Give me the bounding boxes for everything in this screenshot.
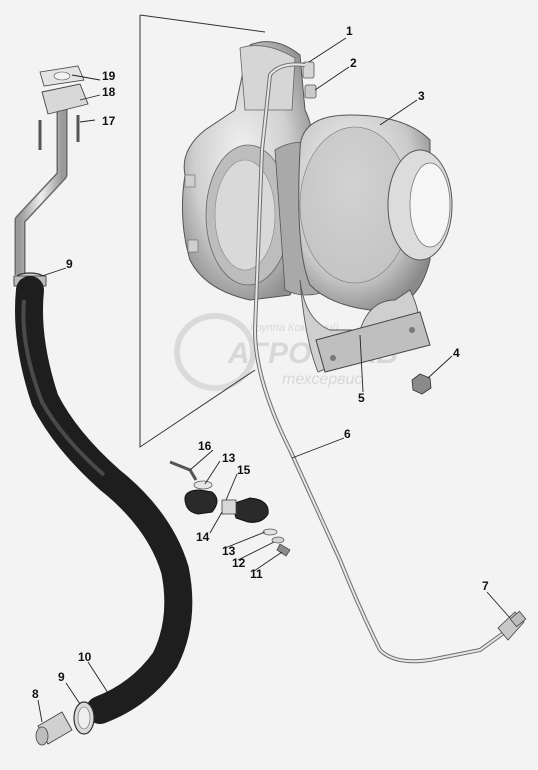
callout-13-lower: 13 [222, 544, 236, 558]
callout-18: 18 [102, 85, 116, 99]
nut [411, 373, 432, 395]
clamp-nut [276, 543, 291, 557]
callout-1: 1 [346, 24, 353, 38]
assembly-frame-lines [139, 14, 266, 448]
callouts: 1 2 3 4 5 6 7 8 9 9 10 11 12 13 13 14 15… [32, 24, 489, 701]
hose-clamp-lower [73, 701, 95, 735]
callout-4: 4 [453, 346, 460, 360]
oil-drain-pipe [14, 65, 89, 275]
drain-flange [41, 83, 89, 115]
callout-7: 7 [482, 579, 489, 593]
callout-12: 12 [232, 556, 246, 570]
callout-6: 6 [344, 427, 351, 441]
callout-11: 11 [250, 567, 263, 581]
union-fitting [302, 61, 315, 79]
clamp-half-right [231, 497, 269, 523]
callout-8: 8 [32, 687, 39, 701]
callout-19: 19 [102, 69, 116, 83]
rubber-hose [15, 276, 193, 724]
callout-17: 17 [102, 114, 116, 128]
callout-9-upper: 9 [66, 257, 73, 271]
watermark-line3: техсервис [282, 371, 362, 388]
callout-9-lower: 9 [58, 670, 65, 684]
clamp-half-left [184, 489, 218, 515]
drain-tube-end [35, 711, 73, 746]
callout-3: 3 [418, 89, 425, 103]
callout-10: 10 [78, 650, 92, 664]
oil-feed-pipe [252, 62, 527, 664]
callout-2: 2 [350, 56, 357, 70]
callout-16: 16 [198, 439, 212, 453]
leader-lines [37, 37, 511, 723]
callout-14: 14 [196, 530, 210, 544]
sealing-washer [304, 84, 317, 99]
turbocharger [181, 41, 453, 373]
pipe-clamp-assembly [169, 460, 291, 557]
callout-5: 5 [358, 391, 365, 405]
callout-15: 15 [237, 463, 251, 477]
bolt [169, 460, 198, 481]
callout-13-upper: 13 [222, 451, 236, 465]
clamp-plate [221, 499, 237, 515]
